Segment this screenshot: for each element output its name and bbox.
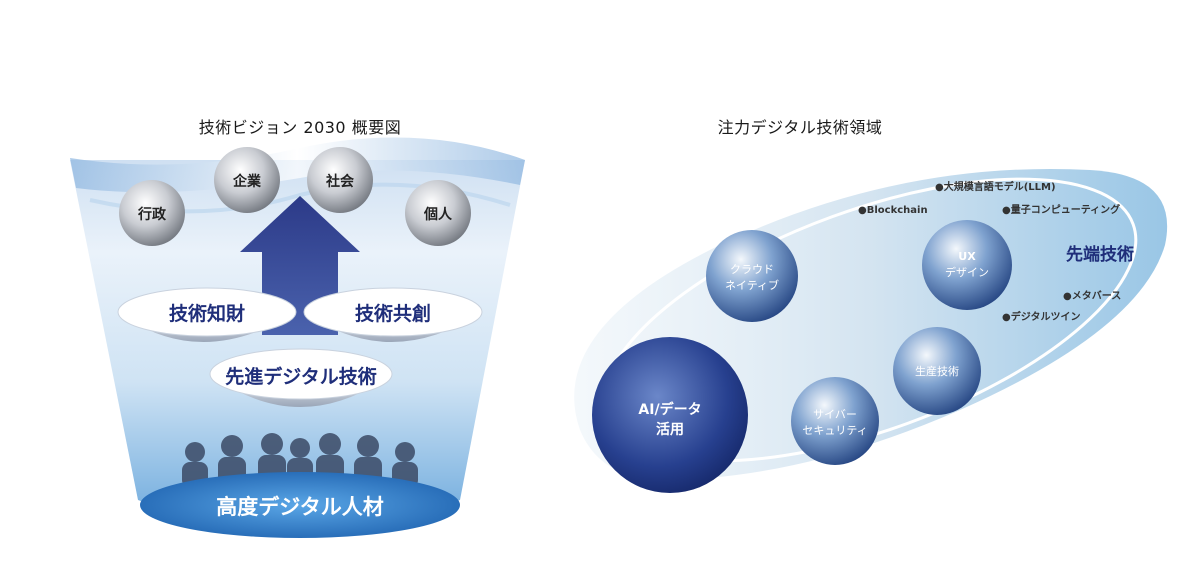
- svg-text:活用: 活用: [656, 421, 684, 438]
- sphere-ai-data: AI/データ 活用: [592, 337, 748, 493]
- svg-text:サイバー: サイバー: [813, 408, 857, 421]
- pillar-tech-cocreation: 技術共創: [303, 287, 483, 342]
- sphere-ux-design: UX デザイン: [922, 220, 1012, 310]
- right-diagram-title: 注力デジタル技術領域: [717, 118, 883, 137]
- svg-text:AI/データ: AI/データ: [638, 401, 701, 418]
- sphere-production-tech: 生産技術: [893, 327, 981, 415]
- left-diagram-title: 技術ビジョン 2030 概要図: [198, 118, 402, 137]
- frontier-item-metaverse: ●メタバース: [1063, 290, 1121, 302]
- frontier-heading: 先端技術: [1066, 244, 1134, 265]
- svg-text:ネイティブ: ネイティブ: [725, 278, 779, 292]
- stakeholder-kojin: 個人: [405, 180, 471, 246]
- frontier-item-quantum: ●量子コンピューティング: [1002, 203, 1120, 216]
- svg-text:先進デジタル技術: 先進デジタル技術: [225, 365, 377, 388]
- svg-text:クラウド: クラウド: [730, 263, 774, 276]
- svg-text:社会: 社会: [325, 173, 355, 190]
- svg-text:技術知財: 技術知財: [169, 302, 245, 325]
- frontier-item-digital-twin: ●デジタルツイン: [1002, 310, 1081, 323]
- svg-text:個人: 個人: [423, 206, 453, 223]
- stakeholder-gyosei: 行政: [119, 180, 185, 246]
- pillar-tech-ip: 技術知財: [117, 287, 297, 342]
- svg-text:高度デジタル人材: 高度デジタル人材: [216, 495, 384, 519]
- svg-text:デザイン: デザイン: [945, 265, 989, 279]
- sphere-cloud-native: クラウド ネイティブ: [706, 230, 798, 322]
- svg-text:技術共創: 技術共創: [355, 302, 431, 325]
- svg-text:セキュリティ: セキュリティ: [802, 424, 867, 437]
- svg-text:UX: UX: [958, 250, 976, 263]
- frontier-item-blockchain: ●Blockchain: [858, 205, 928, 216]
- svg-text:生産技術: 生産技術: [915, 364, 959, 378]
- sphere-cyber-security: サイバー セキュリティ: [791, 377, 879, 465]
- frontier-item-llm: ●大規模言語モデル(LLM): [935, 180, 1056, 193]
- pillar-advanced-digital: 先進デジタル技術: [209, 348, 393, 407]
- stakeholder-shakai: 社会: [307, 147, 373, 213]
- digital-talent-base: 高度デジタル人材: [140, 472, 460, 538]
- svg-text:企業: 企業: [232, 173, 262, 190]
- stakeholder-kigyo: 企業: [214, 147, 280, 213]
- svg-text:行政: 行政: [137, 206, 167, 223]
